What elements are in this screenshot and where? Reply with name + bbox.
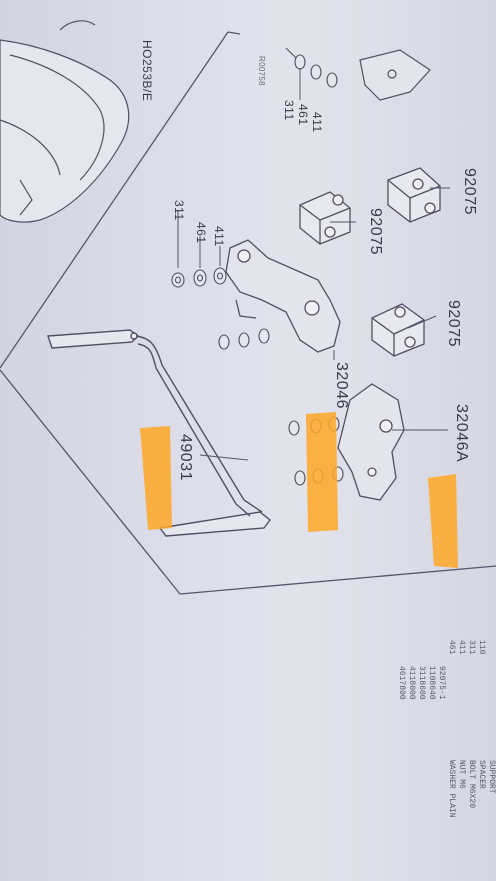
table-ref: 411: [457, 640, 466, 655]
table-description: SUPPORT: [487, 760, 496, 794]
table-part-number: 1108640: [427, 666, 436, 700]
table-part-number: 4617800: [397, 666, 406, 700]
label-92075-middle: 92075: [367, 208, 384, 255]
label-411-lower: 411: [212, 226, 226, 247]
frame-line-bottom: [179, 565, 496, 595]
table-part-number: 4118000: [407, 666, 416, 700]
label-92075-bottom: 92075: [445, 300, 462, 347]
block-92075-middle: [299, 191, 351, 245]
table-description: BOLT M6X20: [467, 760, 476, 809]
label-32046A: 32046A: [453, 404, 470, 463]
bracket-32046: [225, 239, 341, 353]
highlight-32046A: [428, 474, 458, 568]
frame-line-bottom-left: [0, 369, 181, 595]
table-ref: 110: [477, 640, 486, 655]
table-description: WASHER PLAIN: [447, 760, 456, 818]
parts-table-part-numbers: 92075-1 1108640 3118600 4118000 4617800: [396, 666, 446, 700]
label-461-upper: 461: [296, 104, 310, 126]
table-part-number: 3118600: [417, 666, 426, 700]
upper-washers: [285, 47, 338, 88]
frame-line-left: [0, 31, 229, 369]
block-92075-top: [387, 167, 441, 223]
label-411-upper: 411: [310, 112, 324, 133]
table-ref: 311: [467, 640, 476, 655]
section-code: HO253B/E: [140, 40, 154, 102]
table-description: SPACER: [477, 760, 486, 789]
table-part-number: 92075-1: [437, 666, 446, 700]
seat-illustration: [0, 20, 130, 223]
label-49031: 49031: [177, 434, 194, 481]
label-311-lower: 311: [172, 200, 186, 221]
highlighter-marks: [140, 412, 458, 568]
label-311-upper: 311: [282, 100, 296, 121]
highlight-32046: [306, 412, 338, 532]
plate-32046A: [337, 383, 405, 501]
parts-table-descriptions: SUPPORT SPACER BOLT M6X20 NUT M6 WASHER …: [446, 760, 496, 818]
upper-bracket: [359, 49, 431, 101]
sheet-code: R00758: [257, 56, 266, 86]
block-92075-bottom: [371, 303, 425, 357]
table-ref: 461: [447, 640, 456, 655]
label-461-lower: 461: [194, 222, 208, 244]
label-92075-top: 92075: [461, 168, 478, 215]
table-description: NUT M6: [457, 760, 466, 789]
label-32046: 32046: [333, 362, 350, 409]
highlight-49031: [140, 426, 172, 530]
parts-table-refs: 110 311 411 461: [446, 640, 486, 654]
rod-49031: [47, 329, 271, 537]
